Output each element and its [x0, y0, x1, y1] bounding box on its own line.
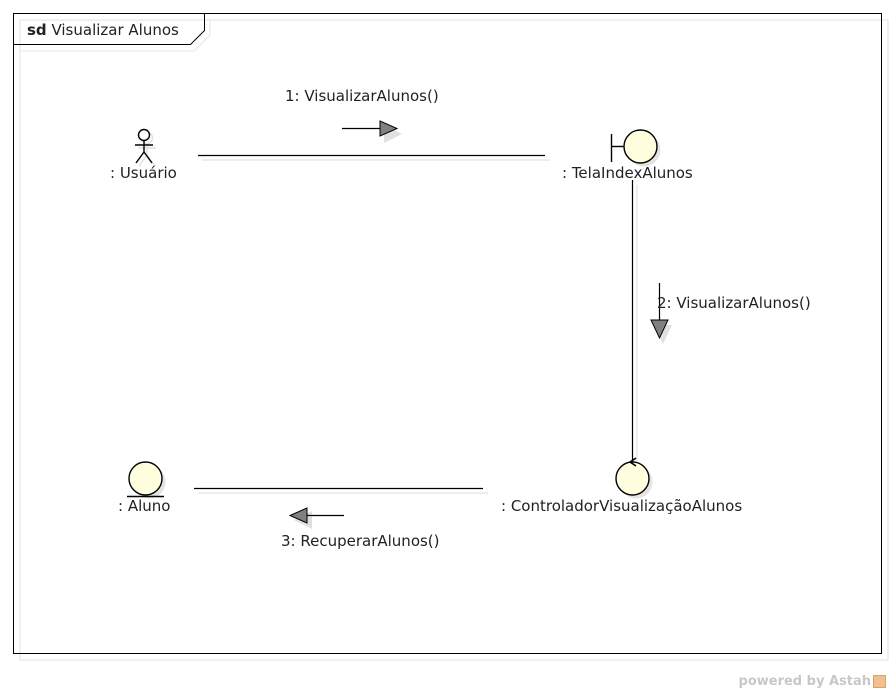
watermark-text: powered by Astah	[738, 674, 871, 689]
message-3-label: 3: RecuperarAlunos()	[281, 532, 440, 550]
message-3-arrow-icon[interactable]	[288, 507, 344, 529]
message-2-label: 2: VisualizarAlunos()	[657, 294, 811, 312]
lifeline-label-tela: : TelaIndexAlunos	[562, 164, 693, 182]
frame-name-tab	[13, 13, 205, 45]
astah-watermark: powered by Astah	[739, 674, 886, 689]
frame-border	[13, 13, 882, 654]
frame-shadow	[19, 19, 889, 661]
actor-icon[interactable]	[135, 128, 156, 167]
frame-keyword: sd	[27, 21, 47, 39]
message-1-label: 1: VisualizarAlunos()	[285, 87, 439, 105]
frame-tab-shadow	[20, 20, 211, 52]
astah-logo-icon	[873, 675, 886, 688]
lifeline-label-usuario: : Usuário	[110, 164, 177, 182]
boundary-icon[interactable]	[610, 129, 661, 167]
entity-icon[interactable]	[127, 461, 166, 499]
frame-title: sd Visualizar Alunos	[27, 21, 179, 39]
lifeline-label-aluno: : Aluno	[118, 497, 171, 515]
frame-title-text: Visualizar Alunos	[51, 21, 179, 39]
control-icon[interactable]	[615, 457, 653, 499]
message-1-arrow-icon[interactable]	[342, 120, 402, 143]
lifeline-label-controlador: : ControladorVisualizaçãoAlunos	[501, 497, 743, 515]
message-2-arrow-icon[interactable]	[650, 283, 672, 344]
